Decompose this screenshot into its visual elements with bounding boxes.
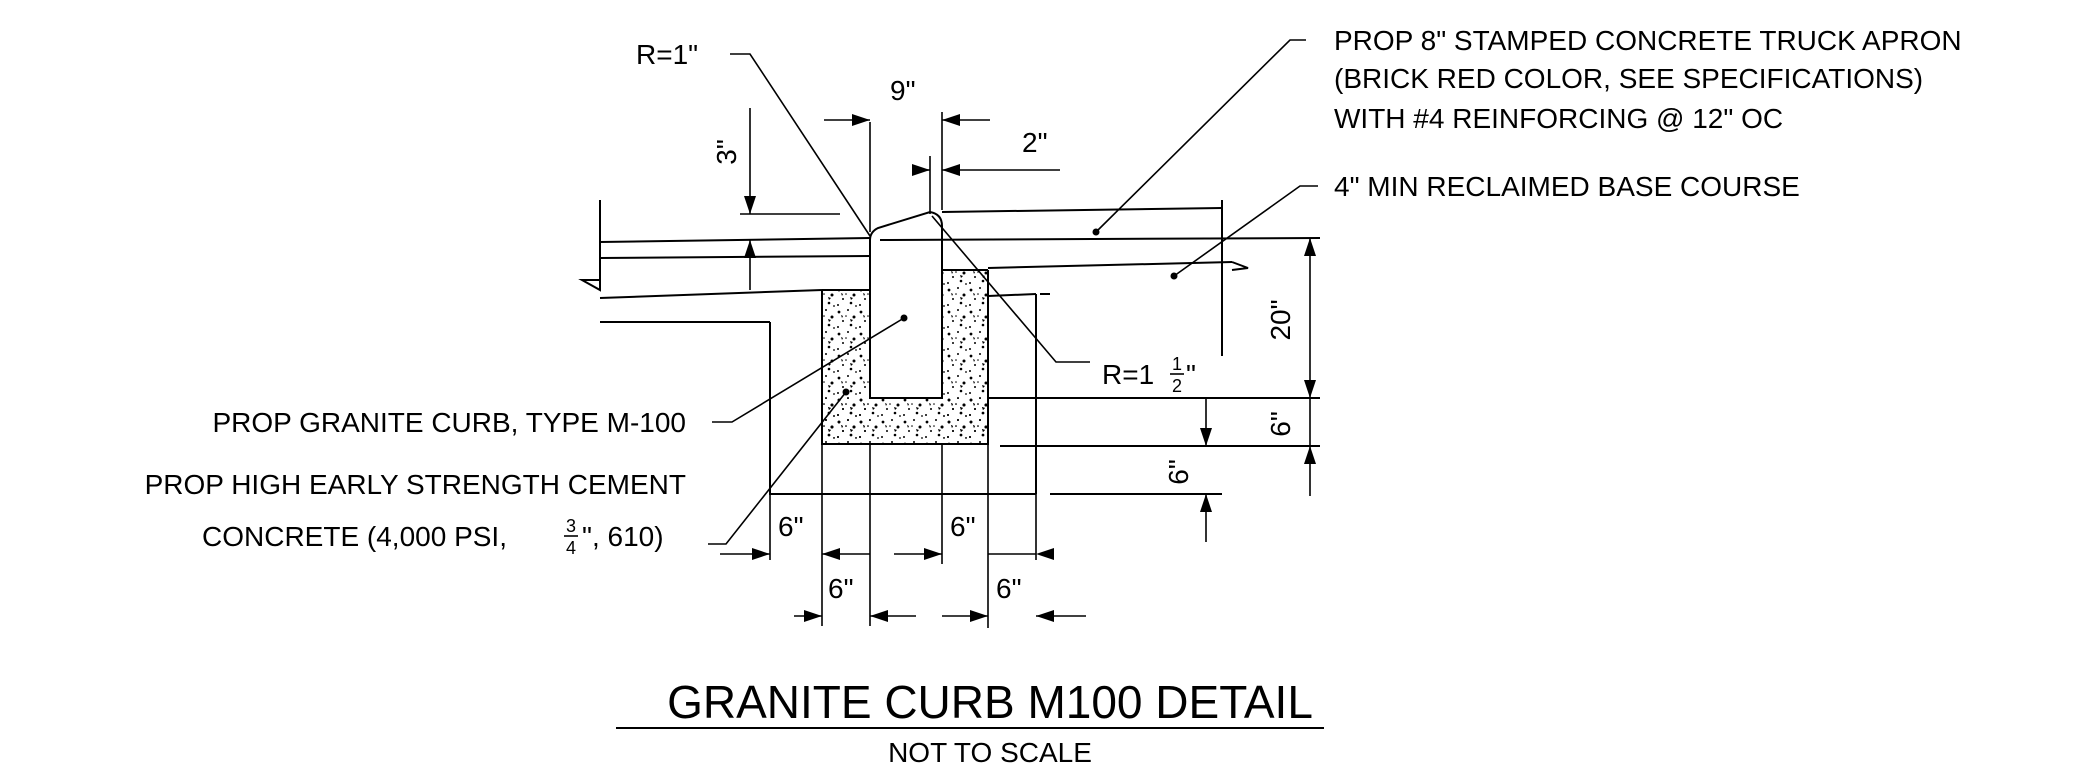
callout-r-side: R=1 1 2 "	[931, 215, 1196, 396]
dimension-top-width: 9"	[824, 75, 990, 232]
dim-right-inner-label: 6"	[950, 511, 976, 542]
concrete-line2-b: ", 610)	[582, 521, 664, 552]
dim-right-outer-label: 6"	[996, 573, 1022, 604]
base-course-label: 4" MIN RECLAIMED BASE COURSE	[1334, 171, 1800, 202]
concrete-line1: PROP HIGH EARLY STRENGTH CEMENT	[145, 469, 686, 500]
apron-line3: WITH #4 REINFORCING @ 12" OC	[1334, 103, 1783, 134]
dimension-bottom-row-2: 6" 6"	[794, 444, 1086, 626]
dimension-reveal: 2"	[912, 127, 1060, 214]
dim-left-inner-label: 6"	[828, 573, 854, 604]
r-side-frac-num: 1	[1172, 354, 1182, 374]
dimension-depth-total: 20"	[1265, 238, 1316, 398]
callout-curb: PROP GRANITE CURB, TYPE M-100	[212, 314, 908, 438]
dimension-bed-thickness: 6"	[1265, 398, 1316, 496]
dim-bed-thickness-label: 6"	[1265, 411, 1296, 437]
title-block: GRANITE CURB M100 DETAIL NOT TO SCALE	[616, 676, 1324, 768]
page-title: GRANITE CURB M100 DETAIL	[667, 676, 1313, 728]
dim-bed-below-label: 6"	[1163, 459, 1194, 485]
apron-line1: PROP 8" STAMPED CONCRETE TRUCK APRON	[1334, 25, 1962, 56]
pavement-layers	[578, 200, 1321, 495]
curb-label: PROP GRANITE CURB, TYPE M-100	[212, 407, 686, 438]
r-side-main: R=1	[1102, 359, 1154, 390]
r-side-frac-den: 2	[1172, 376, 1182, 396]
r-side-label: R=1	[1102, 359, 1154, 390]
dim-top-width-label: 9"	[890, 75, 916, 106]
dim-depth-total-label: 20"	[1265, 299, 1296, 340]
r-side-unit: "	[1186, 359, 1196, 390]
concrete-frac-num: 3	[566, 516, 576, 536]
callout-base-course: 4" MIN RECLAIMED BASE COURSE	[1170, 171, 1800, 280]
apron-line2: (BRICK RED COLOR, SEE SPECIFICATIONS)	[1334, 63, 1923, 94]
dim-rise-label: 3"	[711, 139, 742, 165]
callout-r-top: R=1"	[636, 39, 871, 237]
r-top-label: R=1"	[636, 39, 698, 70]
callout-concrete: PROP HIGH EARLY STRENGTH CEMENT CONCRETE…	[145, 388, 850, 558]
dimension-bottom-row-1: 6" 6"	[720, 444, 1054, 628]
dimension-rise: 3"	[711, 108, 840, 290]
concrete-line2-a: CONCRETE (4,000 PSI,	[202, 521, 507, 552]
callout-apron: PROP 8" STAMPED CONCRETE TRUCK APRON (BR…	[1092, 25, 1962, 236]
concrete-bedding	[821, 269, 989, 445]
concrete-frac-den: 4	[566, 538, 576, 558]
dim-reveal-label: 2"	[1022, 127, 1048, 158]
page-subtitle: NOT TO SCALE	[888, 737, 1092, 768]
dim-left-outer-label: 6"	[778, 511, 804, 542]
dimension-bed-below: 6"	[1163, 398, 1212, 542]
